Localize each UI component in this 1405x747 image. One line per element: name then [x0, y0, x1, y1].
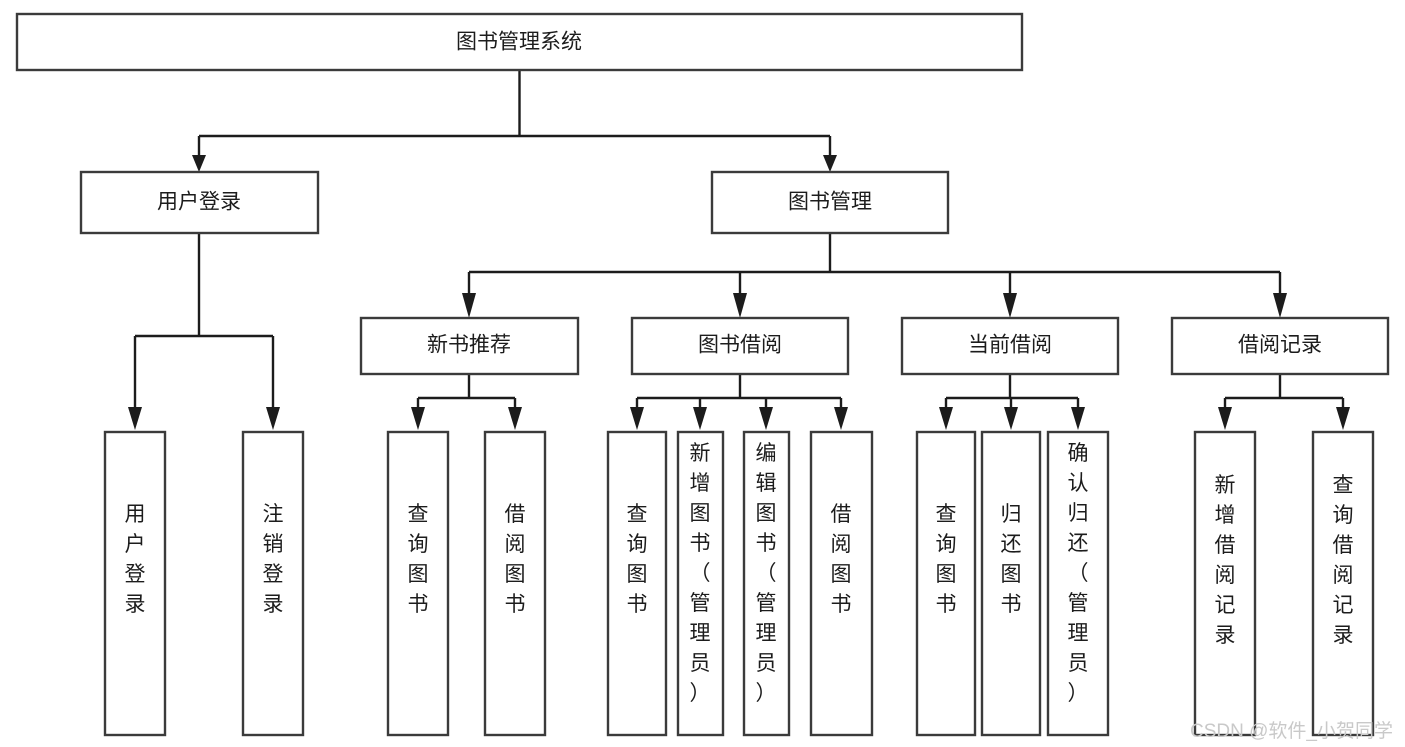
node-new-book-recommend[interactable]: 新书推荐: [359, 316, 580, 376]
node-book-management[interactable]: 图书管理: [710, 170, 950, 235]
arrow-head-cb-leaf1: [939, 407, 953, 430]
arrow-head-book-mgmt: [823, 155, 837, 172]
leaf-bookborrow-add[interactable]: 新增图书（管理员）: [676, 430, 725, 737]
leaf-bookborrow-borrow-label: 借阅图书: [831, 503, 852, 616]
leaf-records-query[interactable]: 查询借阅记录: [1311, 430, 1375, 737]
node-current-borrow-box[interactable]: [900, 316, 1120, 376]
leaf-bookborrow-edit-box[interactable]: [742, 430, 791, 737]
leaf-user-login-login-box[interactable]: [103, 430, 167, 737]
arrow-head-records: [1273, 293, 1287, 318]
leaf-user-login-logout[interactable]: 注销登录: [241, 430, 305, 737]
leaf-bookborrow-query-label: 查询图书: [627, 503, 648, 616]
arrow-head-user-login: [192, 155, 206, 172]
leaf-currentborrow-return[interactable]: 归还图书: [980, 430, 1042, 737]
leaf-records-query-box[interactable]: [1311, 430, 1375, 737]
arrow-head-bb-leaf1: [630, 407, 644, 430]
arrow-head-rec-leaf1: [1218, 407, 1232, 430]
leaf-bookborrow-query[interactable]: 查询图书: [606, 430, 668, 737]
leaf-currentborrow-return-label: 归还图书: [1001, 503, 1022, 616]
node-borrow-records-label: 借阅记录: [1238, 334, 1322, 357]
leaf-newbook-borrow-box[interactable]: [483, 430, 547, 737]
node-user-login-label: 用户登录: [157, 191, 241, 214]
arrow-head-bb-leaf2: [693, 407, 707, 430]
node-borrow-records-box[interactable]: [1170, 316, 1390, 376]
leaf-records-add-box[interactable]: [1193, 430, 1257, 737]
leaf-newbook-query-label: 查询图书: [408, 503, 429, 616]
leaf-newbook-query[interactable]: 查询图书: [386, 430, 450, 737]
arrow-head-newbook: [462, 293, 476, 318]
node-current-borrow[interactable]: 当前借阅: [900, 316, 1120, 376]
connector-group: [128, 70, 1350, 430]
leaf-newbook-borrow-label: 借阅图书: [505, 503, 526, 616]
leaf-currentborrow-confirm-box[interactable]: [1046, 430, 1110, 737]
leaf-bookborrow-query-box[interactable]: [606, 430, 668, 737]
arrow-head-bookborrow: [733, 293, 747, 318]
arrow-head-bb-leaf4: [834, 407, 848, 430]
leaf-newbook-borrow[interactable]: 借阅图书: [483, 430, 547, 737]
node-current-borrow-label: 当前借阅: [968, 334, 1052, 357]
node-borrow-records[interactable]: 借阅记录: [1170, 316, 1390, 376]
node-new-book-recommend-box[interactable]: [359, 316, 580, 376]
node-book-management-label: 图书管理: [788, 191, 872, 214]
leaf-user-login-login-label: 用户登录: [125, 503, 146, 616]
leaf-bookborrow-borrow[interactable]: 借阅图书: [809, 430, 874, 737]
leaf-bookborrow-borrow-box[interactable]: [809, 430, 874, 737]
leaf-user-login-login[interactable]: 用户登录: [103, 430, 167, 737]
leaf-records-add-label: 新增借阅记录: [1215, 474, 1236, 647]
leaf-bookborrow-add-label: 新增图书（管理员）: [690, 442, 711, 705]
leaf-newbook-query-box[interactable]: [386, 430, 450, 737]
leaf-currentborrow-query-box[interactable]: [915, 430, 977, 737]
node-root-box[interactable]: [15, 12, 1024, 72]
arrow-head-cb-leaf3: [1071, 407, 1085, 430]
arrow-head-leaf-logout: [266, 407, 280, 430]
leaf-currentborrow-query-label: 查询图书: [936, 503, 957, 616]
leaf-records-add[interactable]: 新增借阅记录: [1193, 430, 1257, 737]
leaf-records-query-label: 查询借阅记录: [1333, 474, 1354, 647]
leaf-currentborrow-confirm-label: 确认归还（管理员）: [1068, 442, 1089, 705]
node-book-borrow-label: 图书借阅: [698, 334, 782, 357]
leaf-bookborrow-edit[interactable]: 编辑图书（管理员）: [742, 430, 791, 737]
arrow-head-newbook-leaf1: [411, 407, 425, 430]
csdn-watermark: CSDN @软件_小贺同学: [1190, 720, 1393, 742]
leaf-user-login-logout-label: 注销登录: [263, 503, 284, 616]
node-book-management-box[interactable]: [710, 170, 950, 235]
arrow-head-newbook-leaf2: [508, 407, 522, 430]
node-user-login-box[interactable]: [79, 170, 320, 235]
leaf-bookborrow-edit-label: 编辑图书（管理员）: [756, 442, 777, 705]
leaf-currentborrow-query[interactable]: 查询图书: [915, 430, 977, 737]
arrow-head-cb-leaf2: [1004, 407, 1018, 430]
node-root-system[interactable]: 图书管理系统: [15, 12, 1024, 72]
node-user-login[interactable]: 用户登录: [79, 170, 320, 235]
leaf-user-login-logout-box[interactable]: [241, 430, 305, 737]
arrow-head-leaf-user-login: [128, 407, 142, 430]
leaf-currentborrow-confirm[interactable]: 确认归还（管理员）: [1046, 430, 1110, 737]
arrow-head-currentborrow: [1003, 293, 1017, 318]
leaf-bookborrow-add-box[interactable]: [676, 430, 725, 737]
arrow-head-rec-leaf2: [1336, 407, 1350, 430]
arrow-head-bb-leaf3: [759, 407, 773, 430]
node-new-book-recommend-label: 新书推荐: [427, 334, 511, 357]
node-root-label: 图书管理系统: [456, 31, 582, 54]
node-book-borrow[interactable]: 图书借阅: [630, 316, 850, 376]
node-book-borrow-box[interactable]: [630, 316, 850, 376]
leaf-currentborrow-return-box[interactable]: [980, 430, 1042, 737]
